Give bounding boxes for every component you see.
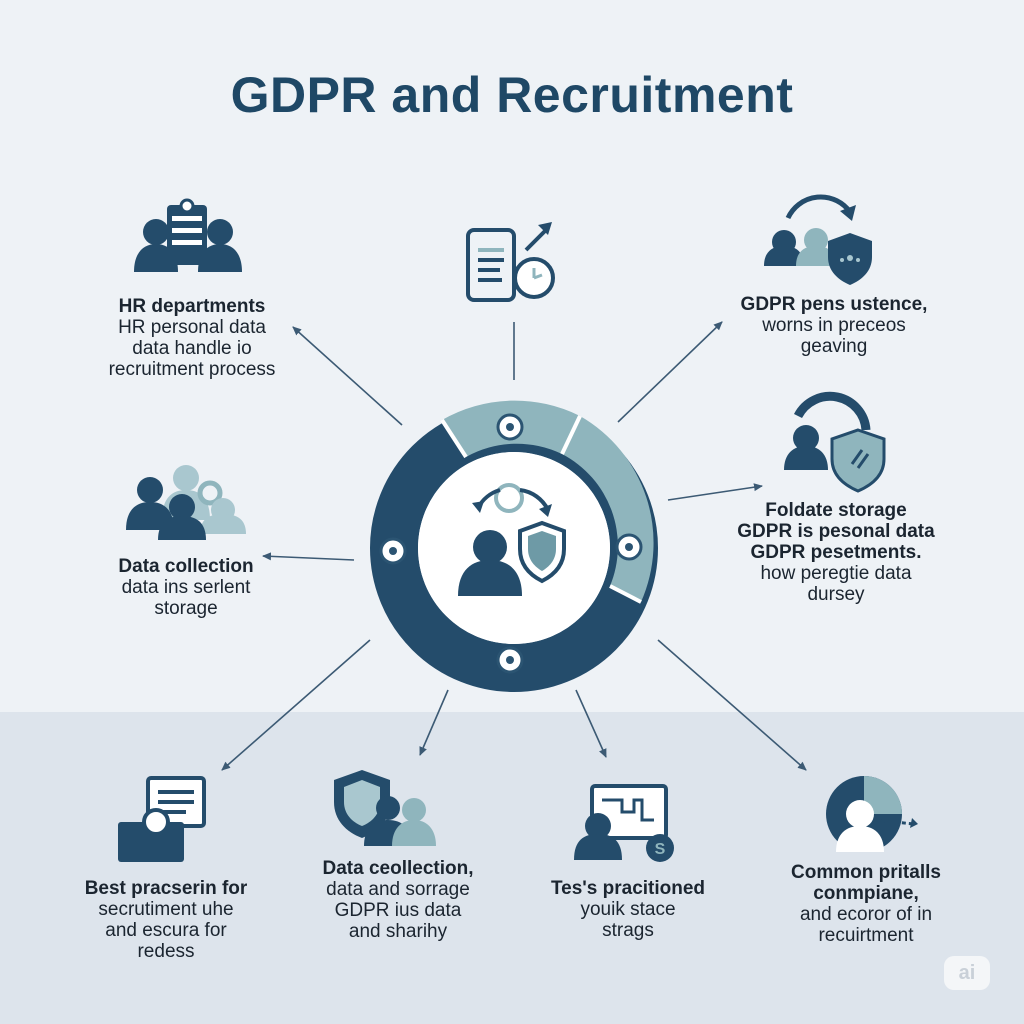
node-heading: GDPR is pesonal data [737,521,935,542]
person-shield-cycle-icon [458,483,566,596]
team-gear-icon [126,465,246,540]
node-line: data ins serlent [121,577,251,598]
node-common-pitfalls: Common pritalls conmpiane, and ecoror of… [766,862,966,946]
arrow-best-practices [221,639,371,771]
node-line: worns in preceos [762,315,906,336]
node-line: GDPR ius data [334,900,462,921]
ai-badge: ai [944,956,990,990]
target-person-icon [826,776,918,852]
documents-search-icon [118,776,206,862]
people-group-icon [134,198,242,272]
node-line: recruitment process [108,359,276,380]
node-line: youik stace [580,899,676,920]
user-dashboard-icon: S [574,784,674,862]
node-line: and sharihy [348,921,448,942]
node-heading: Best pracserin for [84,878,248,899]
arrow-storage [667,483,763,501]
node-storage: Foldate storage GDPR is pesonal data GDP… [716,500,956,605]
page-title: GDPR and Recruitment [230,67,794,123]
node-hr-departments: HR departments HR personal data data han… [92,296,292,380]
node-line: storage [154,598,218,619]
user-shield-icon [784,391,886,493]
arrow-common-pitfalls [657,639,807,771]
arrow-data-collection-bottom [419,689,449,756]
node-heading: Data collection [118,556,254,577]
node-heading: Common pritalls [791,862,941,883]
node-line: dursey [807,584,865,605]
node-line: data handle io [132,338,252,359]
node-line: secrutiment uhe [98,899,234,920]
node-gdpr-persistence: GDPR pens ustence, worns in preceos geav… [724,294,944,357]
node-heading: conmpiane, [813,883,919,904]
arrow-tests-practitioned [575,689,607,758]
node-line: geaving [800,336,868,357]
node-heading: Data ceollection, [322,858,474,879]
node-line: HR personal data [118,317,266,338]
tablet-clock-icon [466,222,555,302]
arrow-data-collection-left [262,552,355,561]
node-heading: HR departments [118,296,266,317]
people-refresh-shield-icon [764,194,872,285]
node-line: how peregtie data [760,563,912,584]
shield-people-icon [334,770,436,846]
node-line: and ecoror of in [799,904,933,925]
node-best-practices: Best pracserin for secrutiment uhe and e… [66,878,266,962]
donut-markers [379,413,643,674]
node-data-collection-left: Data collection data ins serlent storage [96,556,276,619]
node-line: and escura for [105,920,227,941]
node-line: data and sorrage [326,879,470,900]
node-line: strags [602,920,654,941]
arrow-gdpr-persistence [617,321,723,423]
node-heading: Tes's pracitioned [550,878,706,899]
arrow-hr-departments [292,326,403,426]
svg-text:S: S [655,841,666,858]
node-line: redess [137,941,195,962]
node-tests-practitioned: Tes's pracitioned youik stace strags [528,878,728,941]
node-line: recuirtment [818,925,914,946]
node-data-collection-bottom: Data ceollection, data and sorrage GDPR … [298,858,498,942]
node-heading: GDPR pesetments. [750,542,922,563]
bottom-band [0,712,1024,1024]
node-heading: GDPR pens ustence, [740,294,928,315]
node-heading: Foldate storage [765,500,907,521]
